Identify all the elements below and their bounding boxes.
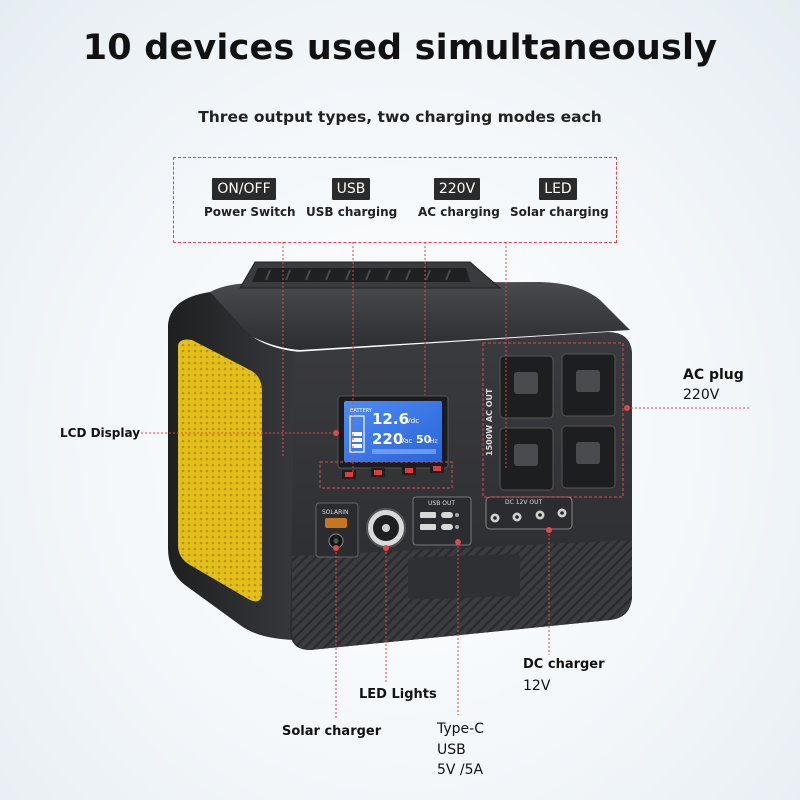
callout-dots bbox=[333, 405, 630, 551]
legend-tag-power: ON/OFF bbox=[212, 178, 276, 200]
legend-tag-led: LED bbox=[539, 178, 577, 200]
legend-tag-usb: USB bbox=[331, 178, 371, 200]
lcd-frequency: 50 bbox=[416, 433, 432, 446]
legend-caption-led: Solar charging bbox=[510, 205, 609, 219]
dc-out-label: DC 12V OUT bbox=[505, 499, 542, 506]
lcd-battery-label: BATTERY bbox=[350, 408, 373, 414]
control-buttons bbox=[342, 464, 444, 479]
callout-lcd: LCD Display bbox=[60, 426, 141, 440]
legend-item-usb: USB USB charging bbox=[306, 178, 398, 219]
legend-tag-ac: 220V bbox=[433, 178, 481, 200]
callout-ac-plug-title: AC plug bbox=[683, 367, 744, 383]
lcd-ac-unit: Vac bbox=[400, 437, 413, 445]
yellow-side-grille bbox=[178, 339, 262, 602]
legend-caption-ac: AC charging bbox=[418, 205, 500, 219]
device-top-panel bbox=[210, 282, 630, 350]
callout-led-lights: LED Lights bbox=[359, 687, 437, 702]
legend-caption-usb: USB charging bbox=[306, 205, 398, 219]
usb-out-label: USB OUT bbox=[428, 500, 455, 507]
ac-out-label: 1500W AC OUT bbox=[485, 388, 494, 456]
callout-typec-line2: USB bbox=[437, 742, 466, 758]
legend-caption-power: Power Switch bbox=[204, 205, 296, 219]
callout-typec-line3: 5V /5A bbox=[437, 762, 484, 778]
callout-typec-line1: Type-C bbox=[437, 721, 484, 737]
page-subtitle: Three output types, two charging modes e… bbox=[198, 108, 602, 126]
callout-dc-title: DC charger bbox=[523, 657, 605, 672]
callout-ac-plug-value: 220V bbox=[683, 387, 720, 403]
legend-item-power: ON/OFF Power Switch bbox=[204, 178, 296, 219]
callout-dc-value: 12V bbox=[523, 678, 551, 694]
callout-lines bbox=[137, 242, 750, 720]
lcd-ac-voltage: 220 bbox=[372, 430, 403, 448]
usb-ports-icon bbox=[420, 512, 453, 530]
page-title: 10 devices used simultaneously bbox=[82, 28, 718, 68]
lcd-dc-unit: Vdc bbox=[406, 417, 419, 425]
callout-solar-charger: Solar charger bbox=[282, 724, 382, 739]
dc-ports-icon bbox=[490, 508, 567, 523]
legend-item-ac: 220V AC charging bbox=[418, 178, 500, 219]
legend-item-led: LED Solar charging bbox=[510, 178, 609, 219]
lcd-frequency-unit: Hz bbox=[430, 438, 438, 445]
solar-in-label: SOLARIN bbox=[322, 509, 349, 516]
button-legend: ON/OFF Power Switch USB USB charging 220… bbox=[173, 157, 617, 243]
ac-sockets-icon bbox=[499, 353, 616, 491]
lcd-dc-voltage: 12.6 bbox=[372, 410, 409, 428]
